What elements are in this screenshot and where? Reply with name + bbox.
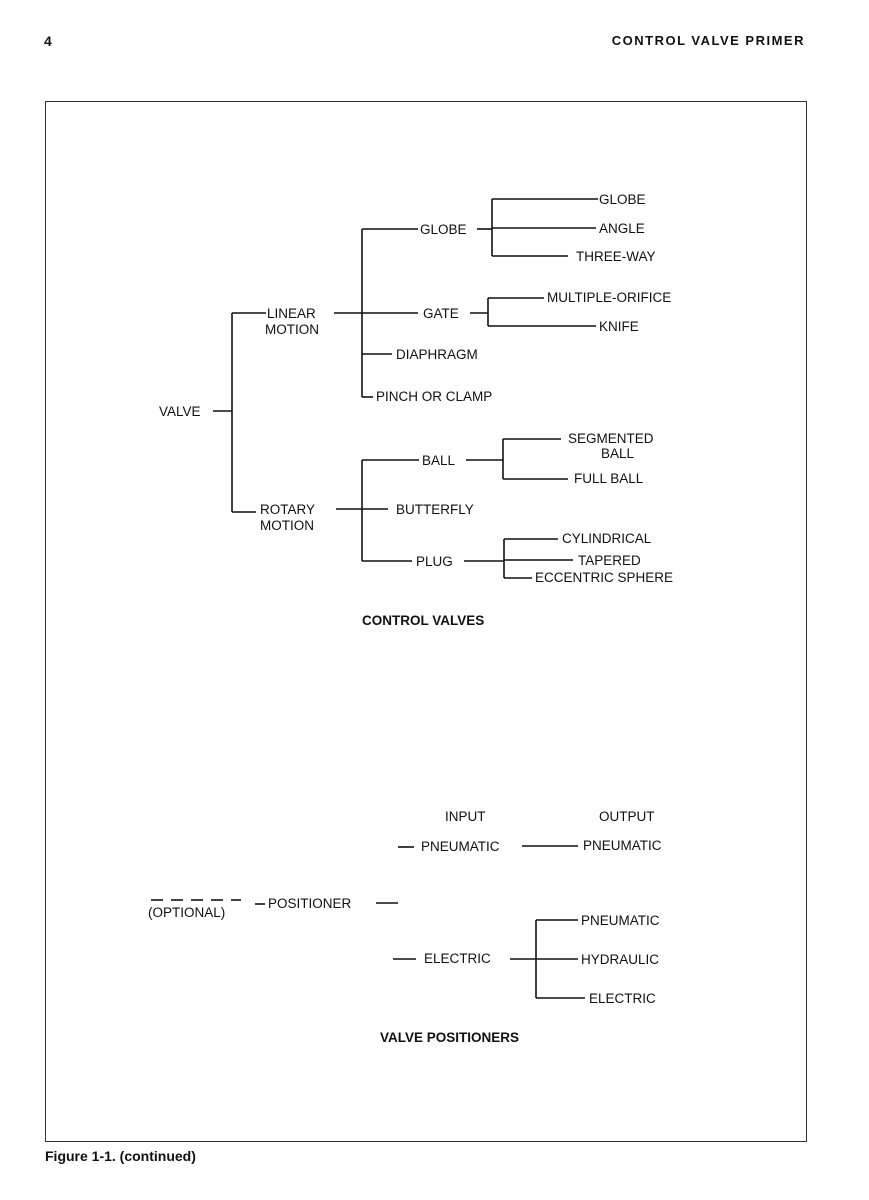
node-input-electric: ELECTRIC (424, 951, 491, 966)
node-plug-type-tapered: TAPERED (578, 553, 641, 568)
node-plug: PLUG (416, 554, 453, 569)
node-globe-type-three-way: THREE-WAY (576, 249, 656, 264)
node-linear-motion-line1: LINEAR (267, 306, 316, 321)
node-output-electric-hydraulic: HYDRAULIC (581, 952, 659, 967)
control-valves-tree: VALVE LINEAR MOTION GLOBE GLOBE ANGLE TH… (159, 192, 673, 628)
node-output-electric-electric: ELECTRIC (589, 991, 656, 1006)
node-input-pneumatic: PNEUMATIC (421, 839, 500, 854)
input-header: INPUT (445, 809, 486, 824)
node-pinch-or-clamp: PINCH OR CLAMP (376, 389, 492, 404)
node-plug-type-cylindrical: CYLINDRICAL (562, 531, 652, 546)
node-globe-type-globe: GLOBE (599, 192, 646, 207)
output-header: OUTPUT (599, 809, 655, 824)
node-output-electric-pneumatic: PNEUMATIC (581, 913, 660, 928)
node-optional: (OPTIONAL) (148, 905, 225, 920)
node-segmented-ball-line1: SEGMENTED (568, 431, 654, 446)
node-gate-type-knife: KNIFE (599, 319, 639, 334)
node-diaphragm: DIAPHRAGM (396, 347, 478, 362)
node-linear-motion-line2: MOTION (265, 322, 319, 337)
node-output-pneumatic: PNEUMATIC (583, 838, 662, 853)
node-ball: BALL (422, 453, 456, 468)
figure-frame (45, 101, 807, 1142)
node-valve: VALVE (159, 404, 201, 419)
node-rotary-motion-line1: ROTARY (260, 502, 315, 517)
node-plug-type-eccentric-sphere: ECCENTRIC SPHERE (535, 570, 673, 585)
figure-caption: Figure 1-1. (continued) (45, 1148, 196, 1164)
node-full-ball: FULL BALL (574, 471, 644, 486)
node-gate-type-multiple-orifice: MULTIPLE-ORIFICE (547, 290, 671, 305)
control-valves-title: CONTROL VALVES (362, 613, 484, 628)
page-number: 4 (44, 33, 53, 49)
valve-positioners-title: VALVE POSITIONERS (380, 1030, 519, 1045)
node-rotary-motion-line2: MOTION (260, 518, 314, 533)
node-butterfly: BUTTERFLY (396, 502, 474, 517)
valve-positioners-tree: INPUT OUTPUT PNEUMATIC PNEUMATIC (OPTION… (148, 809, 662, 1045)
node-gate: GATE (423, 306, 459, 321)
running-head: CONTROL VALVE PRIMER (611, 33, 805, 48)
node-globe-type-angle: ANGLE (599, 221, 645, 236)
node-globe: GLOBE (420, 222, 467, 237)
node-segmented-ball-line2: BALL (601, 446, 635, 461)
node-positioner: POSITIONER (268, 896, 352, 911)
